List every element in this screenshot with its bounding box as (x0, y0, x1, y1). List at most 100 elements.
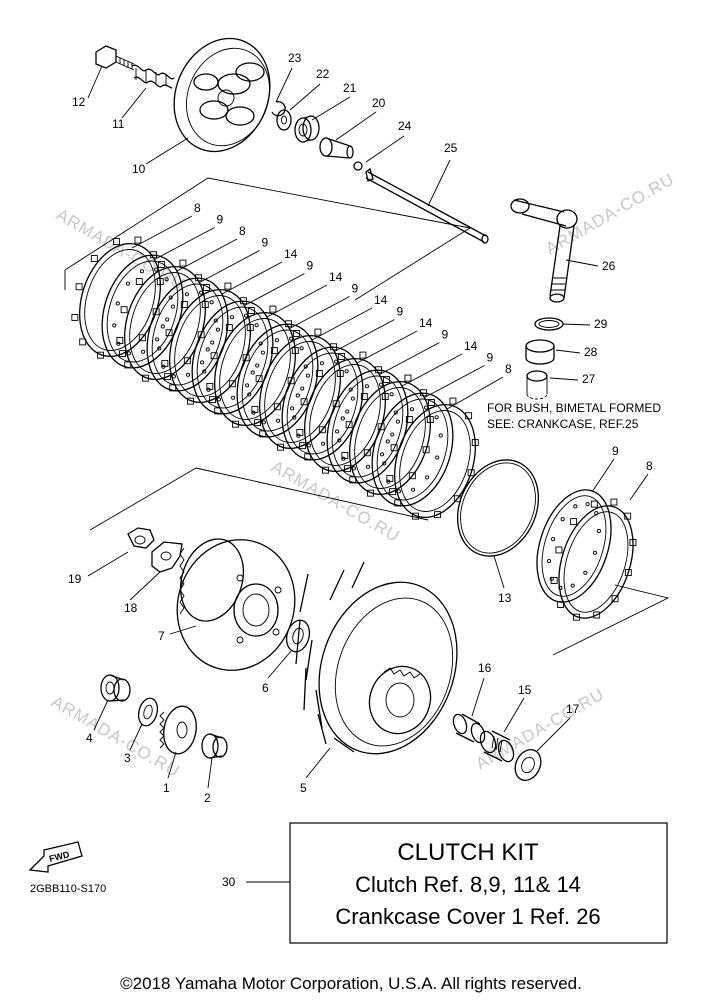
stack-callout-14: 9 (424, 351, 494, 398)
clutch-housing-part-5 (295, 561, 458, 755)
callout-3: 3 (124, 723, 143, 765)
separated-callout-8: 8 (629, 459, 653, 501)
push-lever-group (510, 198, 578, 400)
bush-part-27 (526, 370, 548, 400)
stack-callout-9: 14 (311, 293, 388, 341)
stack-callout-5: 14 (221, 247, 298, 295)
callout-25: 25 (427, 141, 458, 207)
callout-10: 10 (132, 137, 189, 176)
bearing-part-21 (294, 115, 320, 143)
separated-plate-part-9 (536, 489, 612, 603)
stack-callout-8: 9 (289, 282, 359, 329)
stack-callout-11: 14 (356, 316, 433, 364)
stack-callout-2: 9 (154, 213, 224, 260)
callout-17: 17 (535, 702, 580, 753)
spacer-part-4 (100, 674, 131, 702)
stack-callout-label: 9 (262, 236, 269, 250)
note-line-2: SEE: CRANKCASE, REF.25 (487, 417, 639, 431)
callout-29: 29 (562, 317, 608, 331)
callout-11: 11 (112, 87, 147, 131)
kit-title: CLUTCH KIT (397, 839, 539, 866)
separated-plate-part-8 (550, 498, 637, 621)
circlip-part-29 (534, 317, 564, 331)
callout-7: 7 (158, 625, 197, 643)
washer-part-22 (276, 109, 292, 131)
callout-6: 6 (262, 649, 293, 695)
spring-part-11 (131, 64, 175, 89)
plate-stack-frame (64, 177, 472, 301)
callout-label: 11 (112, 117, 125, 131)
callout-15: 15 (503, 683, 532, 733)
callout-13: 13 (493, 555, 512, 605)
callout-label: 24 (398, 119, 412, 133)
callout-23: 23 (275, 51, 302, 103)
clutch-boss-part-7 (176, 538, 296, 671)
stack-plate-15-part-8 (386, 397, 479, 520)
callout-label: 16 (478, 661, 492, 675)
stack-callout-label: 9 (487, 351, 494, 365)
callout-label: 2 (204, 791, 211, 805)
callout-5: 5 (300, 747, 331, 795)
kit-line-1: Clutch Ref. 8,9, 11& 14 (355, 872, 581, 897)
push-rod-part-20 (319, 137, 354, 159)
callout-16: 16 (471, 661, 492, 717)
pressure-plate-part-10 (173, 37, 271, 153)
callout-label: 10 (132, 162, 146, 176)
fwd-arrow-icon: FWD (28, 841, 83, 873)
callout-label: 18 (124, 601, 138, 615)
separated-callout-label: 8 (646, 459, 653, 473)
callout-label: 23 (288, 51, 302, 65)
callout-4: 4 (86, 699, 109, 745)
kit-line-2: Crankcase Cover 1 Ref. 26 (335, 904, 600, 929)
plate-stack (71, 236, 479, 520)
washer-part-17 (514, 748, 542, 782)
stack-plate-7-part-14 (206, 305, 299, 428)
callout-22: 22 (289, 67, 330, 111)
callout-1: 1 (163, 751, 177, 795)
stack-plate-9-part-14 (251, 328, 344, 451)
note-line-1: FOR BUSH, BIMETAL FORMED (487, 401, 661, 415)
stack-callout-13: 14 (401, 339, 478, 387)
stack-callout-label: 14 (374, 293, 388, 307)
separated-callout-9: 9 (591, 444, 619, 493)
nut-part-19 (127, 527, 155, 549)
stack-callout-label: 14 (419, 316, 433, 330)
callout-label: 5 (300, 781, 307, 795)
callout-18: 18 (124, 571, 161, 615)
stack-callout-label: 14 (464, 339, 478, 353)
stack-callout-label: 8 (194, 201, 201, 215)
thrust-washer-part-6 (285, 619, 311, 653)
o-ring-part-13 (456, 459, 540, 557)
callout-21: 21 (311, 81, 357, 121)
stack-callout-label: 9 (217, 213, 224, 227)
stack-callout-15: 8 (446, 362, 512, 410)
stack-callout-12: 9 (379, 328, 449, 375)
callout-label: 17 (566, 702, 580, 716)
stack-callout-label: 9 (352, 282, 359, 296)
watermark-2: ARMADA-CO.RU (543, 169, 678, 258)
callout-label: 29 (594, 317, 608, 331)
stack-callout-label: 8 (239, 224, 246, 238)
needle-bearing-part-15 (479, 730, 515, 763)
callout-label: 22 (316, 67, 330, 81)
separated-plates (536, 489, 637, 621)
callout-label: 6 (262, 681, 269, 695)
bush-part-2 (201, 733, 228, 759)
callout-label: 21 (343, 81, 357, 95)
watermarks: ARMADA-CO.RU ARMADA-CO.RU ARMADA-CO.RU A… (48, 169, 678, 781)
diagram-code: 2GBB110-S170 (30, 883, 106, 895)
stack-plate-11-part-14 (296, 351, 389, 474)
callout-26: 26 (565, 259, 616, 273)
push-lever-part-26 (510, 198, 578, 303)
lock-washer-part-18 (151, 541, 183, 573)
stack-callout-label: 14 (284, 247, 298, 261)
stack-callout-6: 9 (244, 259, 314, 306)
callout-24: 24 (365, 119, 412, 163)
callout-label: 27 (582, 372, 596, 386)
callout-label: 7 (158, 629, 165, 643)
stack-plate-1-part-8 (71, 236, 164, 359)
callout-label: 13 (498, 591, 512, 605)
stack-plate-5-part-14 (161, 282, 254, 405)
callout-label: 3 (124, 751, 131, 765)
